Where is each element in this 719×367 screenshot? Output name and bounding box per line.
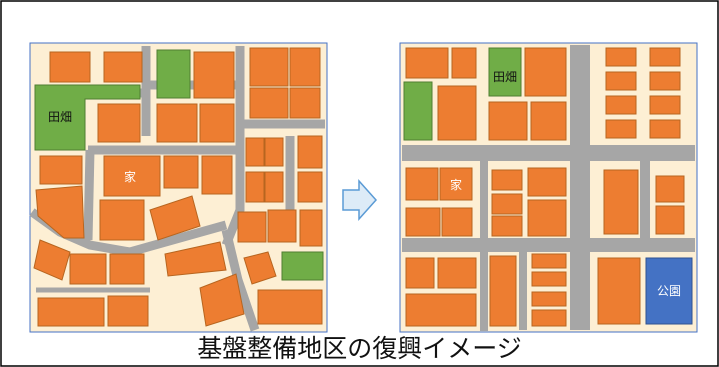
before-building bbox=[193, 51, 235, 99]
after-field-plot bbox=[488, 47, 522, 97]
before-building bbox=[297, 135, 323, 169]
after-building bbox=[649, 71, 681, 91]
after-building bbox=[605, 47, 637, 67]
after-buildings bbox=[405, 47, 685, 327]
after-park-label: 公園 bbox=[657, 284, 681, 298]
before-building bbox=[199, 103, 235, 143]
after-field-label: 田畑 bbox=[493, 70, 517, 84]
after-building bbox=[655, 175, 685, 203]
after-building bbox=[405, 167, 439, 201]
before-building bbox=[289, 87, 321, 119]
after-building bbox=[437, 85, 477, 141]
after-building bbox=[597, 257, 641, 325]
after-building bbox=[605, 95, 637, 115]
after-building bbox=[491, 169, 523, 191]
after-building bbox=[491, 193, 523, 215]
after-house-label: 家 bbox=[450, 177, 462, 192]
before-field-plot bbox=[34, 84, 141, 151]
before-field-plot bbox=[281, 251, 324, 281]
after-building bbox=[649, 47, 681, 67]
after-building bbox=[531, 271, 567, 287]
after-building bbox=[603, 169, 639, 235]
after-building bbox=[527, 167, 567, 197]
after-building bbox=[405, 47, 449, 79]
before-building bbox=[267, 209, 297, 243]
before-building bbox=[245, 137, 265, 167]
before-building bbox=[264, 137, 284, 167]
after-building bbox=[437, 257, 477, 289]
after-building bbox=[527, 199, 567, 237]
before-map: 田畑 家 bbox=[29, 42, 328, 333]
before-building bbox=[107, 295, 149, 327]
before-building bbox=[109, 253, 145, 285]
after-building bbox=[655, 205, 685, 235]
after-building bbox=[524, 47, 567, 97]
before-building bbox=[257, 289, 323, 325]
after-building bbox=[405, 293, 477, 327]
after-building bbox=[405, 207, 441, 237]
before-field-label: 田畑 bbox=[48, 110, 72, 124]
before-building bbox=[164, 241, 227, 277]
before-building bbox=[99, 199, 145, 241]
before-building bbox=[249, 87, 289, 119]
before-building bbox=[237, 211, 267, 243]
after-building bbox=[649, 95, 681, 115]
before-buildings bbox=[33, 47, 323, 327]
before-building bbox=[163, 155, 199, 189]
before-building bbox=[264, 171, 284, 203]
before-building bbox=[201, 155, 233, 195]
before-building bbox=[289, 47, 321, 87]
after-building bbox=[531, 253, 567, 269]
before-building bbox=[49, 51, 91, 83]
before-building bbox=[103, 155, 161, 197]
after-building bbox=[489, 255, 517, 327]
before-building bbox=[156, 103, 198, 143]
right-arrow-icon bbox=[342, 179, 378, 221]
after-building bbox=[488, 101, 528, 141]
before-building bbox=[249, 47, 289, 87]
before-building bbox=[33, 239, 71, 281]
after-building bbox=[441, 207, 473, 237]
before-building bbox=[243, 251, 277, 285]
after-map-roads bbox=[402, 45, 695, 331]
before-building bbox=[297, 171, 323, 203]
before-building bbox=[97, 103, 141, 143]
before-building bbox=[299, 209, 323, 247]
after-building bbox=[451, 47, 477, 79]
before-building bbox=[39, 155, 83, 185]
before-field-plot bbox=[156, 49, 191, 99]
before-building bbox=[69, 253, 107, 285]
before-building bbox=[35, 185, 85, 239]
before-house-label: 家 bbox=[124, 169, 136, 184]
after-building bbox=[531, 309, 567, 327]
after-building bbox=[491, 215, 523, 237]
after-building bbox=[649, 119, 681, 139]
diagram-caption: 基盤整備地区の復興イメージ bbox=[197, 334, 522, 363]
after-building bbox=[530, 101, 567, 141]
after-field-plot bbox=[403, 81, 433, 141]
before-building bbox=[199, 273, 245, 327]
before-building bbox=[149, 195, 201, 241]
after-building bbox=[605, 119, 637, 139]
before-building bbox=[245, 171, 265, 203]
after-building bbox=[531, 291, 567, 307]
after-building bbox=[405, 257, 435, 289]
before-building bbox=[103, 51, 143, 83]
after-building bbox=[605, 71, 637, 91]
after-park bbox=[645, 257, 693, 325]
after-building bbox=[439, 167, 473, 201]
before-building bbox=[37, 297, 105, 327]
after-map: 田畑 家 公園 bbox=[399, 42, 698, 333]
